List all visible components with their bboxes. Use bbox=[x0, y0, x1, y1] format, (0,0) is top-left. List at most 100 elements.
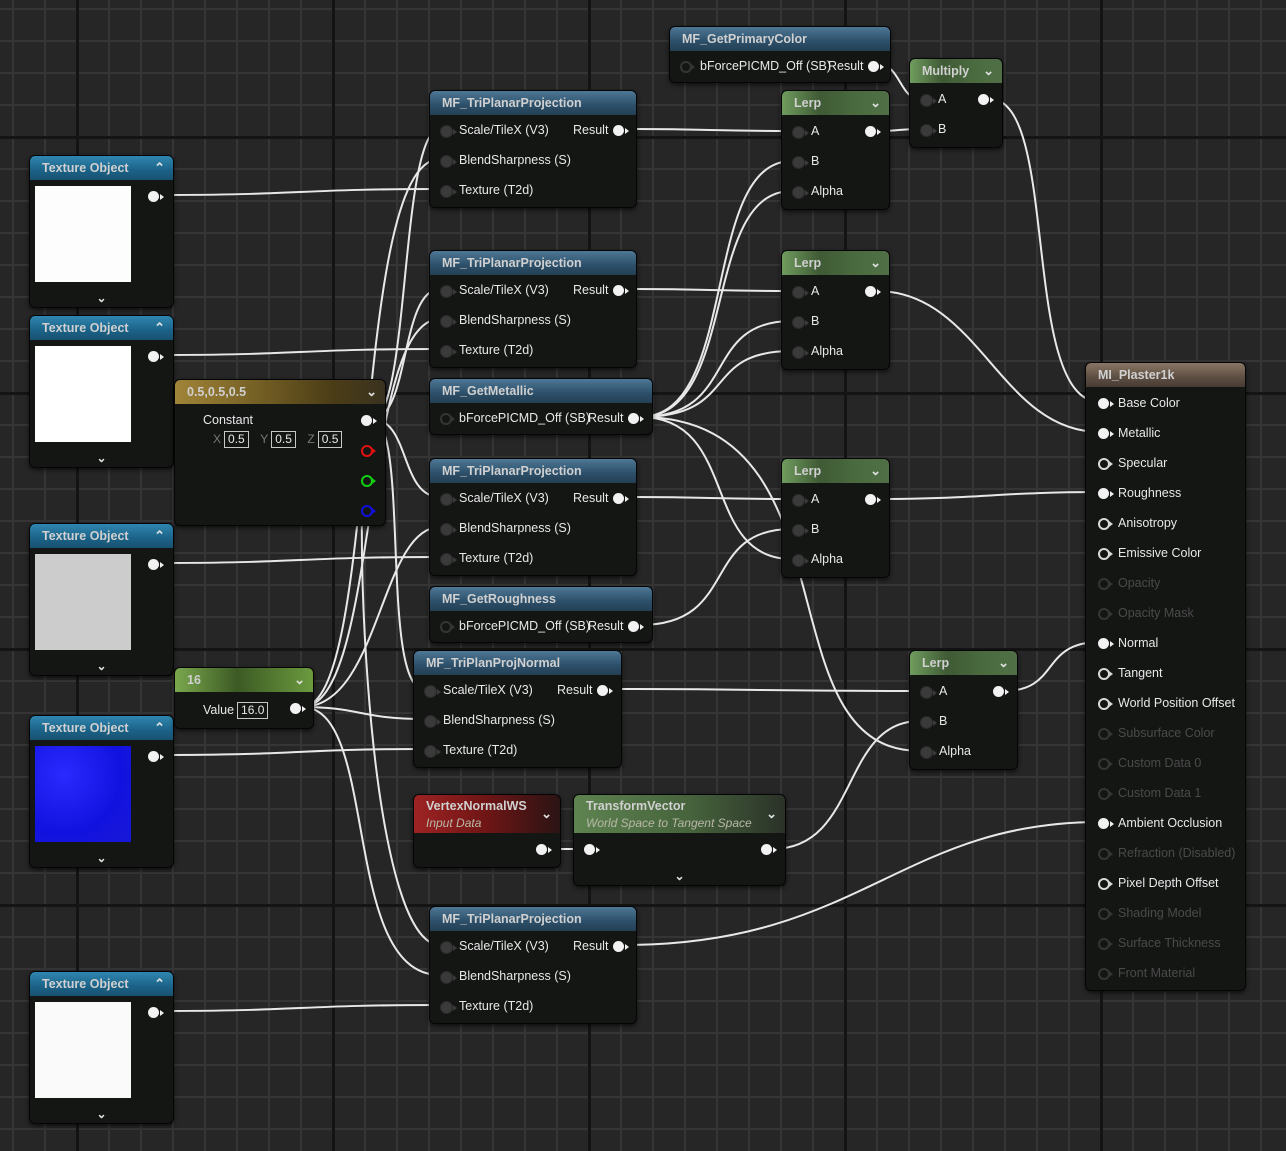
triplanar-projection-node-4[interactable]: MF_TriPlanarProjection Scale/TileX (V3) … bbox=[429, 906, 637, 1024]
material-input-pin[interactable] bbox=[1098, 938, 1113, 950]
expand-icon[interactable]: ⌄ bbox=[96, 659, 107, 673]
input-pin-b[interactable] bbox=[792, 156, 809, 169]
material-input-pin[interactable] bbox=[1098, 398, 1114, 409]
chevron-down-icon[interactable]: ⌄ bbox=[998, 655, 1009, 670]
lerp-node-2[interactable]: Lerp⌄ A B Alpha bbox=[781, 250, 890, 370]
chevron-down-icon[interactable]: ⌄ bbox=[541, 806, 552, 821]
expand-icon[interactable]: ⌄ bbox=[96, 451, 107, 465]
multiply-node[interactable]: Multiply⌄ A B bbox=[909, 58, 1003, 148]
output-pin[interactable] bbox=[148, 191, 164, 202]
lerp-node-1[interactable]: Lerp⌄ A B Alpha bbox=[781, 90, 890, 210]
lerp-node-3[interactable]: Lerp⌄ A B Alpha bbox=[781, 458, 890, 578]
texture-object-node-3[interactable]: Texture Object⌃ ⌄ bbox=[29, 523, 174, 676]
material-input-pin[interactable] bbox=[1098, 488, 1114, 499]
b-output-pin[interactable] bbox=[361, 505, 376, 517]
input-pin-alpha[interactable] bbox=[792, 554, 809, 567]
output-pin[interactable] bbox=[613, 125, 629, 136]
z-value-input[interactable]: 0.5 bbox=[317, 431, 343, 448]
get-primary-color-node[interactable]: MF_GetPrimaryColor bForcePICMD_Off (SB) … bbox=[669, 26, 891, 83]
collapse-icon[interactable]: ⌃ bbox=[154, 528, 165, 543]
chevron-down-icon[interactable]: ⌄ bbox=[870, 255, 881, 270]
texture-object-node-2[interactable]: Texture Object⌃ ⌄ bbox=[29, 315, 174, 468]
input-pin[interactable] bbox=[584, 844, 600, 855]
output-pin[interactable] bbox=[148, 559, 164, 570]
scale-input-pin[interactable] bbox=[440, 125, 457, 138]
texture-object-node-5[interactable]: Texture Object⌃ ⌄ bbox=[29, 971, 174, 1124]
input-pin[interactable] bbox=[680, 61, 695, 73]
triplanar-normal-node[interactable]: MF_TriPlanProjNormal Scale/TileX (V3) Re… bbox=[413, 650, 622, 768]
collapse-icon[interactable]: ⌃ bbox=[154, 320, 165, 335]
texture-input-pin[interactable] bbox=[440, 1001, 457, 1014]
scale-input-pin[interactable] bbox=[440, 285, 457, 298]
material-input-pin[interactable] bbox=[1098, 428, 1114, 439]
triplanar-projection-node-2[interactable]: MF_TriPlanarProjection Scale/TileX (V3) … bbox=[429, 250, 637, 368]
expand-icon[interactable]: ⌄ bbox=[674, 869, 685, 883]
input-pin[interactable] bbox=[440, 413, 455, 425]
input-pin-b[interactable] bbox=[920, 124, 937, 137]
triplanar-projection-node-3[interactable]: MF_TriPlanarProjection Scale/TileX (V3) … bbox=[429, 458, 637, 576]
input-pin-b[interactable] bbox=[792, 524, 809, 537]
output-pin[interactable] bbox=[597, 685, 613, 696]
input-pin-alpha[interactable] bbox=[792, 346, 809, 359]
collapse-icon[interactable]: ⌃ bbox=[154, 976, 165, 991]
blend-input-pin[interactable] bbox=[440, 971, 457, 984]
input-pin-alpha[interactable] bbox=[920, 746, 937, 759]
scale-input-pin[interactable] bbox=[440, 941, 457, 954]
material-input-pin[interactable] bbox=[1098, 848, 1113, 860]
material-input-pin[interactable] bbox=[1098, 788, 1113, 800]
input-pin-b[interactable] bbox=[792, 316, 809, 329]
input-pin[interactable] bbox=[440, 621, 455, 633]
input-pin-a[interactable] bbox=[792, 126, 809, 139]
output-pin[interactable] bbox=[628, 621, 644, 632]
material-input-pin[interactable] bbox=[1098, 608, 1113, 620]
get-metallic-node[interactable]: MF_GetMetallic bForcePICMD_Off (SB) Resu… bbox=[429, 378, 653, 435]
material-input-pin[interactable] bbox=[1098, 548, 1113, 560]
material-input-pin[interactable] bbox=[1098, 878, 1113, 890]
output-pin[interactable] bbox=[148, 1007, 164, 1018]
x-value-input[interactable]: 0.5 bbox=[224, 431, 249, 448]
scale-input-pin[interactable] bbox=[424, 685, 441, 698]
material-input-pin[interactable] bbox=[1098, 968, 1113, 980]
chevron-down-icon[interactable]: ⌄ bbox=[766, 806, 777, 821]
chevron-down-icon[interactable]: ⌄ bbox=[366, 384, 377, 399]
chevron-down-icon[interactable]: ⌄ bbox=[294, 672, 305, 687]
output-pin[interactable] bbox=[613, 493, 629, 504]
input-pin-b[interactable] bbox=[920, 716, 937, 729]
texture-input-pin[interactable] bbox=[440, 345, 457, 358]
material-input-pin[interactable] bbox=[1098, 638, 1114, 649]
output-pin[interactable] bbox=[865, 286, 881, 297]
output-pin[interactable] bbox=[536, 844, 552, 855]
blend-input-pin[interactable] bbox=[440, 155, 457, 168]
blend-input-pin[interactable] bbox=[440, 523, 457, 536]
output-pin[interactable] bbox=[865, 126, 881, 137]
expand-icon[interactable]: ⌄ bbox=[96, 851, 107, 865]
triplanar-projection-node-1[interactable]: MF_TriPlanarProjection Scale/TileX (V3) … bbox=[429, 90, 637, 208]
y-value-input[interactable]: 0.5 bbox=[271, 431, 296, 448]
input-pin-a[interactable] bbox=[920, 94, 937, 107]
blend-input-pin[interactable] bbox=[440, 315, 457, 328]
output-pin[interactable] bbox=[868, 61, 884, 72]
collapse-icon[interactable]: ⌃ bbox=[154, 160, 165, 175]
input-pin-alpha[interactable] bbox=[792, 186, 809, 199]
get-roughness-node[interactable]: MF_GetRoughness bForcePICMD_Off (SB) Res… bbox=[429, 586, 653, 643]
scalar-value-input[interactable]: 16.0 bbox=[237, 702, 269, 719]
blend-input-pin[interactable] bbox=[424, 715, 441, 728]
input-pin-a[interactable] bbox=[792, 494, 809, 507]
output-pin[interactable] bbox=[865, 494, 881, 505]
material-input-pin[interactable] bbox=[1098, 908, 1113, 920]
texture-input-pin[interactable] bbox=[440, 185, 457, 198]
lerp-node-4[interactable]: Lerp⌄ A B Alpha bbox=[909, 650, 1018, 770]
material-input-pin[interactable] bbox=[1098, 518, 1113, 530]
material-input-pin[interactable] bbox=[1098, 668, 1113, 680]
input-pin-a[interactable] bbox=[920, 686, 937, 699]
rgb-output-pin[interactable] bbox=[361, 415, 377, 426]
material-input-pin[interactable] bbox=[1098, 698, 1113, 710]
collapse-icon[interactable]: ⌃ bbox=[154, 720, 165, 735]
expand-icon[interactable]: ⌄ bbox=[96, 1107, 107, 1121]
output-pin[interactable] bbox=[993, 686, 1009, 697]
output-pin[interactable] bbox=[148, 751, 164, 762]
